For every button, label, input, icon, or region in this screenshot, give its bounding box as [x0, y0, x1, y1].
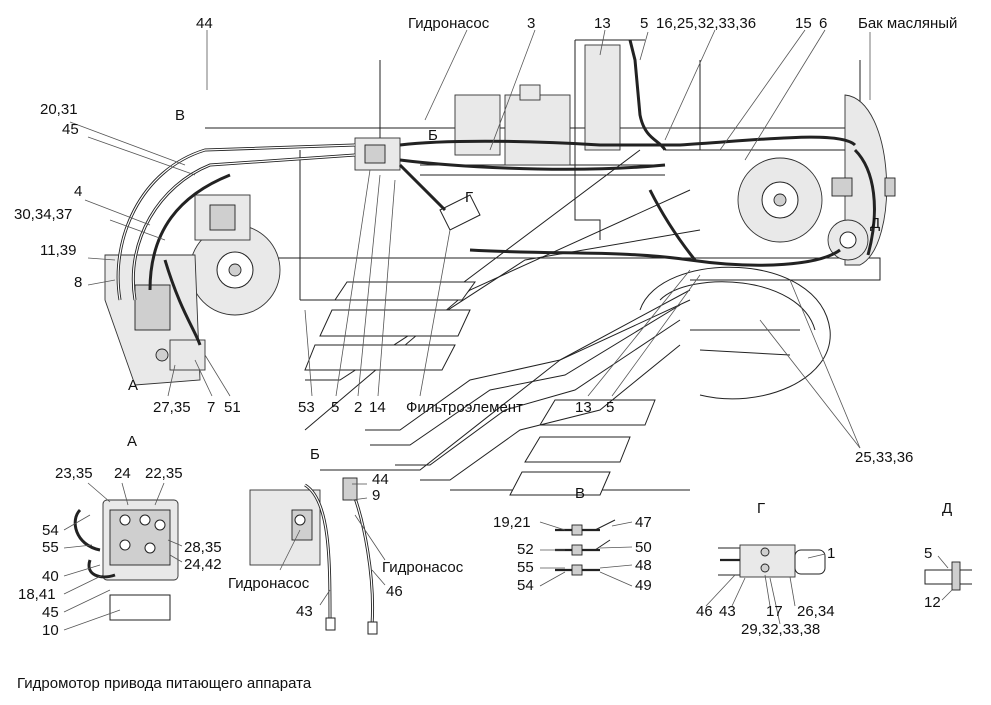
label-hydropump-top: Гидронасос	[408, 15, 490, 32]
label-a-54: 54	[42, 522, 59, 539]
detail-b-title: Б	[310, 446, 320, 463]
detail-b-drawing	[249, 477, 386, 635]
label-g-29-32-33-38: 29,32,33,38	[741, 621, 821, 638]
detail-a-caption: Гидромотор привода питающего аппарата	[17, 675, 312, 692]
label-a-24: 24	[114, 465, 131, 482]
label-a-40: 40	[42, 568, 59, 585]
label-5-bottom-right: 5	[606, 399, 615, 416]
label-v-48: 48	[635, 557, 652, 574]
label-51: 51	[224, 399, 241, 416]
label-filter-element: Фильтроэлемент	[406, 399, 523, 416]
label-v-54: 54	[517, 577, 534, 594]
label-44-top: 44	[196, 15, 213, 32]
detail-v-title: В	[575, 485, 586, 502]
label-2: 2	[354, 399, 363, 416]
label-5-top: 5	[640, 15, 649, 32]
label-27-35: 27,35	[153, 399, 191, 416]
detail-g-drawing	[705, 544, 826, 625]
label-4: 4	[74, 183, 83, 200]
label-d-5: 5	[924, 545, 933, 562]
machine-frame	[104, 39, 896, 496]
detail-g-title: Г	[757, 500, 766, 517]
label-a-28-35: 28,35	[184, 539, 222, 556]
label-b-46: 46	[386, 583, 403, 600]
label-v-55: 55	[517, 559, 534, 576]
label-20-31: 20,31	[40, 101, 78, 118]
label-b-44: 44	[372, 471, 389, 488]
label-45-main: 45	[62, 121, 79, 138]
label-g-46: 46	[696, 603, 713, 620]
label-v-47: 47	[635, 514, 652, 531]
main-hoses	[116, 39, 876, 346]
label-a-22-35: 22,35	[145, 465, 183, 482]
label-a-18-41: 18,41	[18, 586, 56, 603]
label-25-33-36: 25,33,36	[855, 449, 914, 466]
label-a-45: 45	[42, 604, 59, 621]
label-v-49: 49	[635, 577, 652, 594]
label-v-52: 52	[517, 541, 534, 558]
detail-d-title: Д	[942, 500, 953, 517]
detail-d-drawing	[924, 555, 972, 601]
label-3: 3	[527, 15, 536, 32]
label-callout-a: А	[128, 377, 139, 394]
label-b-43: 43	[296, 603, 313, 620]
main-leader-lines	[69, 29, 871, 449]
label-11-39: 11,39	[40, 242, 77, 259]
label-oil-tank: Бак масляный	[858, 15, 958, 32]
label-callout-g: Г	[465, 189, 474, 206]
detail-a-drawing	[63, 482, 183, 631]
label-16-25-32-33-36: 16,25,32,33,36	[656, 15, 757, 32]
label-a-23-35: 23,35	[55, 465, 93, 482]
label-b-hydropump-right: Гидронасос	[382, 559, 464, 576]
label-15: 15	[795, 15, 812, 32]
label-callout-d: Д	[870, 215, 881, 232]
label-v-19-21: 19,21	[493, 514, 531, 531]
label-14: 14	[369, 399, 386, 416]
label-d-12: 12	[924, 594, 941, 611]
label-8: 8	[74, 274, 83, 291]
label-7: 7	[207, 399, 216, 416]
label-a-55: 55	[42, 539, 59, 556]
label-g-43: 43	[719, 603, 736, 620]
label-v-50: 50	[635, 539, 652, 556]
label-53: 53	[298, 399, 315, 416]
detail-a-title: А	[127, 433, 138, 450]
detail-v-drawing	[539, 519, 633, 587]
label-g-17: 17	[766, 603, 783, 620]
label-callout-v: В	[175, 107, 186, 124]
label-callout-b: Б	[428, 127, 438, 144]
label-g-1: 1	[827, 545, 836, 562]
label-g-26-34: 26,34	[797, 603, 835, 620]
label-b-hydropump-left: Гидронасос	[228, 575, 310, 592]
label-6: 6	[819, 15, 828, 32]
label-b-9: 9	[372, 487, 381, 504]
label-5-bottom: 5	[331, 399, 340, 416]
label-13-bottom: 13	[575, 399, 592, 416]
label-30-34-37: 30,34,37	[14, 206, 73, 223]
label-a-10: 10	[42, 622, 59, 639]
label-a-24-42: 24,42	[184, 556, 222, 573]
label-13-top: 13	[594, 15, 611, 32]
